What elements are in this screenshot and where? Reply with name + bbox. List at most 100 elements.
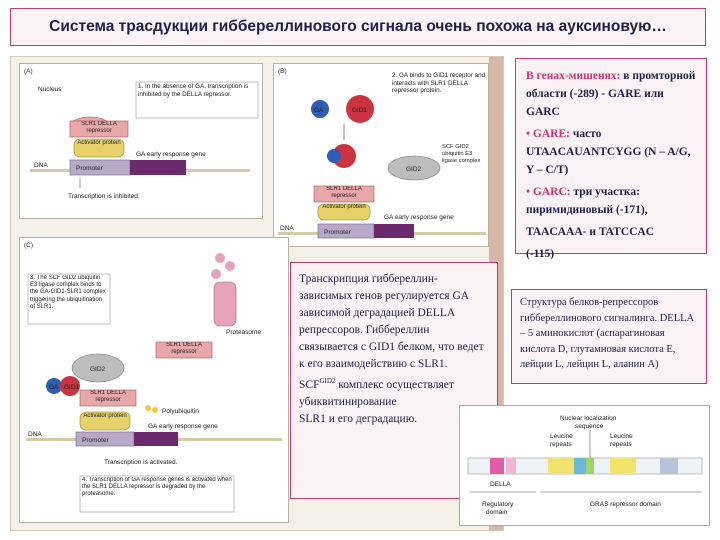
minus-115-line: (-115) (526, 248, 555, 260)
gid2-label-b: GID2 (406, 166, 422, 173)
scf-label-b: SCF GID2 ubiquitin E3 ligase complex (442, 144, 481, 164)
panel-c-note4: 4. Transcription of GA response genes is… (82, 477, 232, 498)
della-motif-block (490, 458, 504, 474)
regulatory-label: Regulatory (482, 501, 514, 508)
panel-c: (C) 3. The SCF GID2 ubiquitin E3 ligase … (19, 237, 289, 523)
gene-c (134, 432, 178, 446)
gid2-label-c: GID2 (90, 366, 106, 373)
target-genes-box: В генах-мишенях: в промторной области (-… (515, 58, 707, 260)
della-label: DELLA (490, 481, 511, 488)
panel-c-note-box (27, 273, 111, 325)
leucine-label-2: Leucine (610, 433, 633, 440)
garc-para: • GARC: три участка: пиримидиновый (-171… (526, 186, 648, 216)
activator-label-a: Activator protein (77, 140, 121, 146)
target-genes-heading: В генах-мишенях (526, 70, 617, 82)
panel-c-drawing: (C) 3. The SCF GID2 ubiquitin E3 ligase … (24, 242, 282, 513)
promoter-label-a: Promoter (76, 165, 104, 172)
leucine-repeat-1 (548, 458, 574, 474)
scf-complex-b (387, 155, 441, 181)
peptide-fragment-2 (225, 261, 235, 271)
proteasome-label: Proteasome (226, 329, 261, 336)
activated-label: Transcription is activated. (104, 459, 178, 466)
center-gid2-sup: GID2 (319, 377, 336, 385)
slr1-box-c-top (155, 341, 213, 359)
activator-b (317, 203, 371, 221)
gid1-c (60, 376, 80, 396)
gene-b (374, 224, 414, 238)
center-text-line1: Транскрипция гиббереллин-зависимых генов… (299, 273, 484, 370)
slr1-label-a: SLR1 DELLA repressor (81, 121, 117, 134)
ubiquitin-2 (152, 407, 158, 413)
ga-label-b: GA (314, 107, 324, 114)
panel-b-drawing: (B) 2. GA binds to GID1 receptor and int… (278, 68, 486, 239)
promoter-label-b: Promoter (324, 229, 352, 236)
ga-label-c: GA (49, 384, 59, 391)
nucleus-label: Nucleus (38, 86, 62, 93)
gid1-label-b: GID1 (352, 107, 368, 114)
leucine-repeat-2 (610, 458, 636, 474)
ga-molecule-c (46, 378, 62, 394)
garc-colon: : (566, 186, 571, 198)
slr1-label-c: SLR1 DELLA repressor (90, 390, 126, 403)
garc-label: GARC (532, 186, 567, 198)
gene-a (130, 160, 186, 175)
peptide-fragment-3 (211, 269, 221, 279)
della-structure-box: Структура белков-репрессоров гиббереллин… (511, 289, 707, 384)
della-domain-figure: Nuclear localization sequence Leucine re… (459, 405, 710, 526)
slr1-label-b: SLR1 DELLA repressor (326, 186, 362, 199)
gare-para: • GARE: часто UTAACAUANTCYGG (N – A/G, Y… (526, 128, 691, 176)
gare-text: часто UTAACAUANTCYGG (N – A/G, Y – C/T) (526, 128, 691, 176)
leucine-label-1: Leucine (550, 433, 573, 440)
panel-b-label: (B) (278, 68, 287, 75)
panel-a-note: 1. In the absence of GA, transcription i… (138, 83, 249, 98)
slide-title: Система трасдукции гиббереллинового сигн… (10, 8, 706, 46)
gene-label-a: GA early response gene (136, 151, 206, 158)
nls-label-2: sequence (575, 423, 604, 430)
dna-label-c: DNA (28, 431, 42, 438)
linker-block (586, 458, 594, 474)
activator-label-c: Activator protein (83, 413, 127, 419)
activator-c (79, 411, 131, 431)
repeats-label-2: repeats (610, 441, 632, 448)
c-terminal-block (660, 458, 678, 474)
panel-a-note-box (135, 81, 259, 119)
target-genes-para: В генах-мишенях: в промторной области (-… (526, 67, 700, 121)
gras-label: GRAS repressor domain (590, 501, 661, 508)
peptide-fragment-1 (215, 253, 225, 263)
nls-block (574, 458, 586, 474)
gare-label: GARE: (532, 128, 570, 140)
slide-title-text: Система трасдукции гиббереллинового сигн… (49, 18, 667, 35)
ga-in-complex-b (327, 149, 341, 163)
gene-label-c: GA early response gene (148, 423, 218, 430)
panel-c-note4-box (79, 475, 235, 513)
ubiquitin-1 (145, 405, 151, 411)
slr1-label-c-top: SLR1 DELLA repressor (166, 342, 202, 355)
panel-a: (A) Nucleus 1. In the absence of GA, tra… (19, 63, 263, 219)
ga-gid1-complex-b (332, 144, 356, 168)
gid2-c (71, 353, 125, 383)
dna-label-b: DNA (280, 225, 294, 232)
activator-label-b: Activator protein (322, 204, 366, 210)
panel-b-note: 2. GA binds to GID1 receptor and interac… (392, 72, 486, 94)
center-scf: SCF (299, 378, 320, 391)
center-text-line2: комплекс осуществляет убиквитинирование (299, 378, 454, 408)
panel-c-note: 3. The SCF GID2 ubiquitin E3 ligase comp… (30, 275, 106, 310)
slr1-box-c (79, 389, 137, 407)
target-genes-colon: : (616, 70, 621, 82)
activator-a (73, 138, 125, 158)
center-text-line3: SLR1 и его деградацию. (299, 412, 418, 425)
panel-c-label: (C) (24, 242, 33, 249)
proteasome (213, 281, 237, 327)
target-genes-text: в промторной области (-289) - GARE или G… (526, 70, 696, 118)
nls-label: Nuclear localization (560, 415, 617, 422)
della-motif-block-2 (506, 458, 516, 474)
dna-label-a: DNA (34, 162, 48, 169)
repeats-label-1: repeats (550, 441, 572, 448)
della-structure-text: Структура белков-репрессоров гиббереллин… (520, 297, 694, 370)
slr1-box-b (313, 185, 375, 203)
inhibited-label: Transcription is inhibited. (68, 193, 140, 200)
gid1-receptor-b (346, 95, 374, 123)
ga-molecule-b (311, 100, 329, 118)
slr1-box-a (69, 120, 129, 138)
promoter-label-c: Promoter (82, 437, 110, 444)
